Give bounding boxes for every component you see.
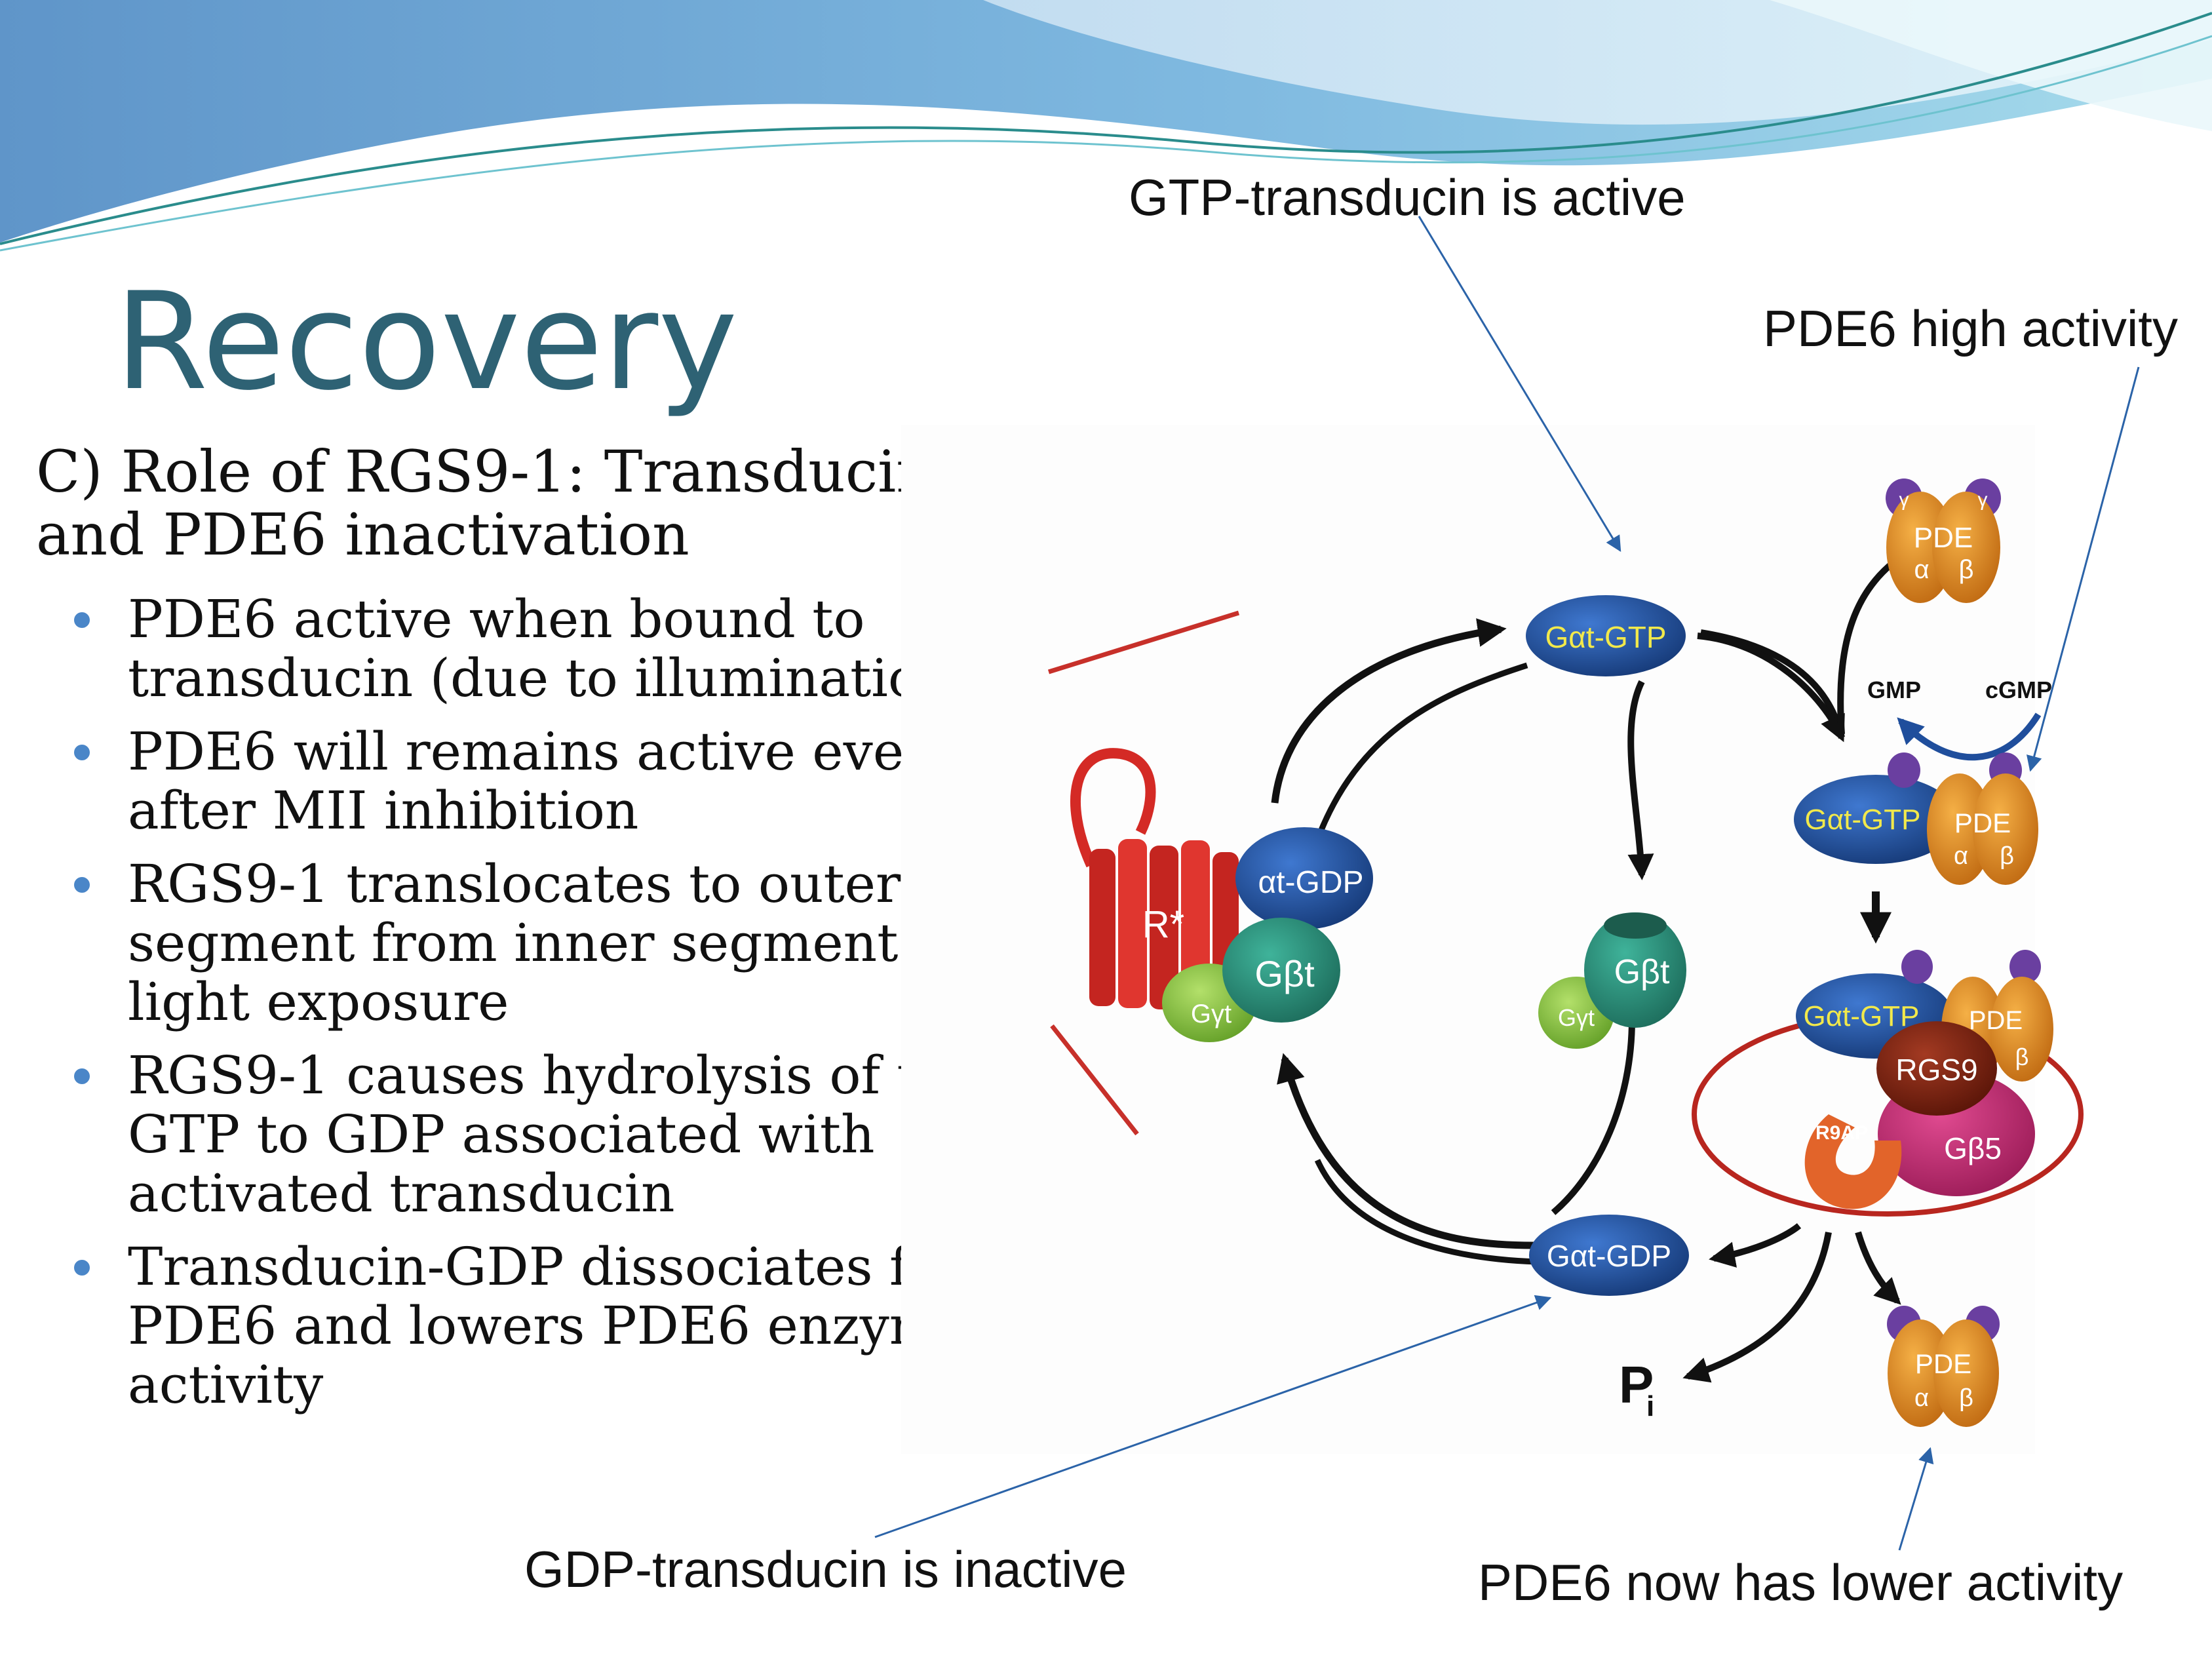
section-heading: C) Role of RGS9-1: Transducin and PDE6 i… bbox=[36, 438, 933, 568]
cgmp-label: cGMP bbox=[1985, 676, 2052, 703]
svg-text:α: α bbox=[1914, 1384, 1929, 1412]
release-arrow bbox=[1682, 1232, 1832, 1383]
bullet-item: Transducin-GDP dissociates from PDE6 and… bbox=[62, 1238, 1045, 1415]
svg-text:Gγt: Gγt bbox=[1558, 1004, 1595, 1031]
svg-text:β: β bbox=[1958, 555, 1973, 584]
cycle-arrow bbox=[1277, 1053, 1534, 1249]
callout-arrow-gtp bbox=[1418, 216, 1621, 553]
bullet-item: RGS9-1 causes hydrolysis of the GTP to G… bbox=[62, 1046, 1045, 1223]
svg-text:γ: γ bbox=[1899, 489, 1909, 511]
callout-pde-high: PDE6 high activity bbox=[1763, 300, 2178, 357]
bullet-dot-icon bbox=[74, 1068, 90, 1084]
callout-pde-low: PDE6 now has lower activity bbox=[1478, 1553, 2124, 1611]
membrane-line bbox=[1050, 1024, 1139, 1136]
receptor-loop bbox=[1070, 748, 1156, 868]
bullet-dot-icon bbox=[74, 612, 90, 628]
cgmp-hydrolysis-arrow bbox=[1897, 712, 2042, 761]
active-complex: Gαt-GTP PDE α β bbox=[1794, 752, 2038, 885]
callout-arrow-pde-low bbox=[1898, 1447, 1934, 1551]
svg-text:Gβt: Gβt bbox=[1614, 953, 1670, 991]
cycle-arrow bbox=[1551, 1019, 1635, 1215]
svg-text:β: β bbox=[2000, 842, 2014, 870]
svg-text:Gαt-GTP: Gαt-GTP bbox=[1545, 620, 1666, 654]
svg-text:α: α bbox=[1954, 842, 1968, 870]
bullet-item: PDE6 will remains active even after MII … bbox=[62, 722, 1045, 840]
svg-text:PDE: PDE bbox=[1954, 808, 2011, 838]
cycle-arrow bbox=[1271, 618, 1507, 804]
cycle-arrow bbox=[1308, 662, 1528, 860]
phosphate-subscript: i bbox=[1646, 1390, 1654, 1422]
free-beta-gamma: Gβt Gγt bbox=[1538, 912, 1686, 1049]
pde-inactive-top: PDE α β γ γ bbox=[1886, 478, 2001, 603]
svg-text:Gαt-GTP: Gαt-GTP bbox=[1805, 804, 1921, 836]
receptor-complex: R* αt-GDP Gβt Gγt bbox=[1070, 748, 1373, 1042]
callout-arrow-gdp bbox=[874, 1295, 1552, 1538]
slide-title: Recovery bbox=[115, 264, 738, 420]
wave-header bbox=[0, 0, 2212, 252]
alpha-gdp-subunit bbox=[1235, 827, 1373, 929]
rgs9-label: RGS9 bbox=[1895, 1053, 1977, 1087]
svg-text:β: β bbox=[1959, 1384, 1973, 1412]
svg-text:PDE: PDE bbox=[1915, 1348, 1971, 1379]
svg-text:Gαt-GTP: Gαt-GTP bbox=[1804, 1000, 1920, 1032]
cycle-arrow bbox=[1314, 1159, 1538, 1265]
g-alpha-gtp-top: Gαt-GTP bbox=[1526, 595, 1686, 676]
svg-text:PDE: PDE bbox=[1969, 1006, 2023, 1035]
svg-text:β: β bbox=[2015, 1044, 2029, 1070]
bullet-dot-icon bbox=[74, 745, 90, 760]
g-beta-label: Gβt bbox=[1254, 953, 1315, 994]
svg-text:α: α bbox=[1914, 555, 1929, 584]
callout-arrow-pde-high bbox=[2027, 366, 2140, 772]
callout-gtp-active: GTP-transducin is active bbox=[1129, 168, 1686, 226]
alpha-gdp-label: αt-GDP bbox=[1258, 865, 1363, 900]
g-gamma-label: Gγt bbox=[1191, 1000, 1232, 1028]
g-alpha-gdp-bottom: Gαt-GDP bbox=[1529, 1215, 1689, 1296]
figure-backdrop bbox=[901, 425, 2035, 1454]
cycle-arrow bbox=[1627, 680, 1654, 880]
bullet-dot-icon bbox=[74, 877, 90, 893]
membrane-line bbox=[1047, 610, 1240, 674]
cycle-arrow bbox=[1697, 633, 1845, 743]
bullet-item: RGS9-1 translocates to outer segment fro… bbox=[62, 855, 1045, 1032]
phosphate-label: P bbox=[1619, 1356, 1654, 1414]
g-beta5-label: Gβ5 bbox=[1944, 1131, 2002, 1165]
r9ap-anchor bbox=[1804, 1114, 1902, 1209]
r9ap-label: R9AP bbox=[1815, 1122, 1868, 1144]
bullet-list: PDE6 active when bound to transducin (du… bbox=[62, 590, 1045, 1429]
gmp-label: GMP bbox=[1867, 676, 1921, 703]
release-arrow bbox=[1709, 1223, 1802, 1268]
callout-gdp-inactive: GDP-transducin is inactive bbox=[524, 1540, 1127, 1598]
svg-text:γ: γ bbox=[1978, 489, 1988, 511]
rgs9-complex: Gαt-GTP PDE β RGS9 R9AP Gβ5 bbox=[1692, 950, 2084, 1217]
svg-text:PDE: PDE bbox=[1914, 522, 1973, 554]
receptor-label: R* bbox=[1142, 903, 1184, 946]
release-arrow bbox=[1855, 1231, 1901, 1305]
bullet-dot-icon bbox=[74, 1260, 90, 1276]
g-beta-subunit bbox=[1222, 918, 1340, 1023]
pde-inactive-bottom: PDE α β bbox=[1887, 1306, 2000, 1427]
bullet-item: PDE6 active when bound to transducin (du… bbox=[62, 590, 1045, 708]
svg-text:Gαt-GDP: Gαt-GDP bbox=[1547, 1239, 1671, 1273]
